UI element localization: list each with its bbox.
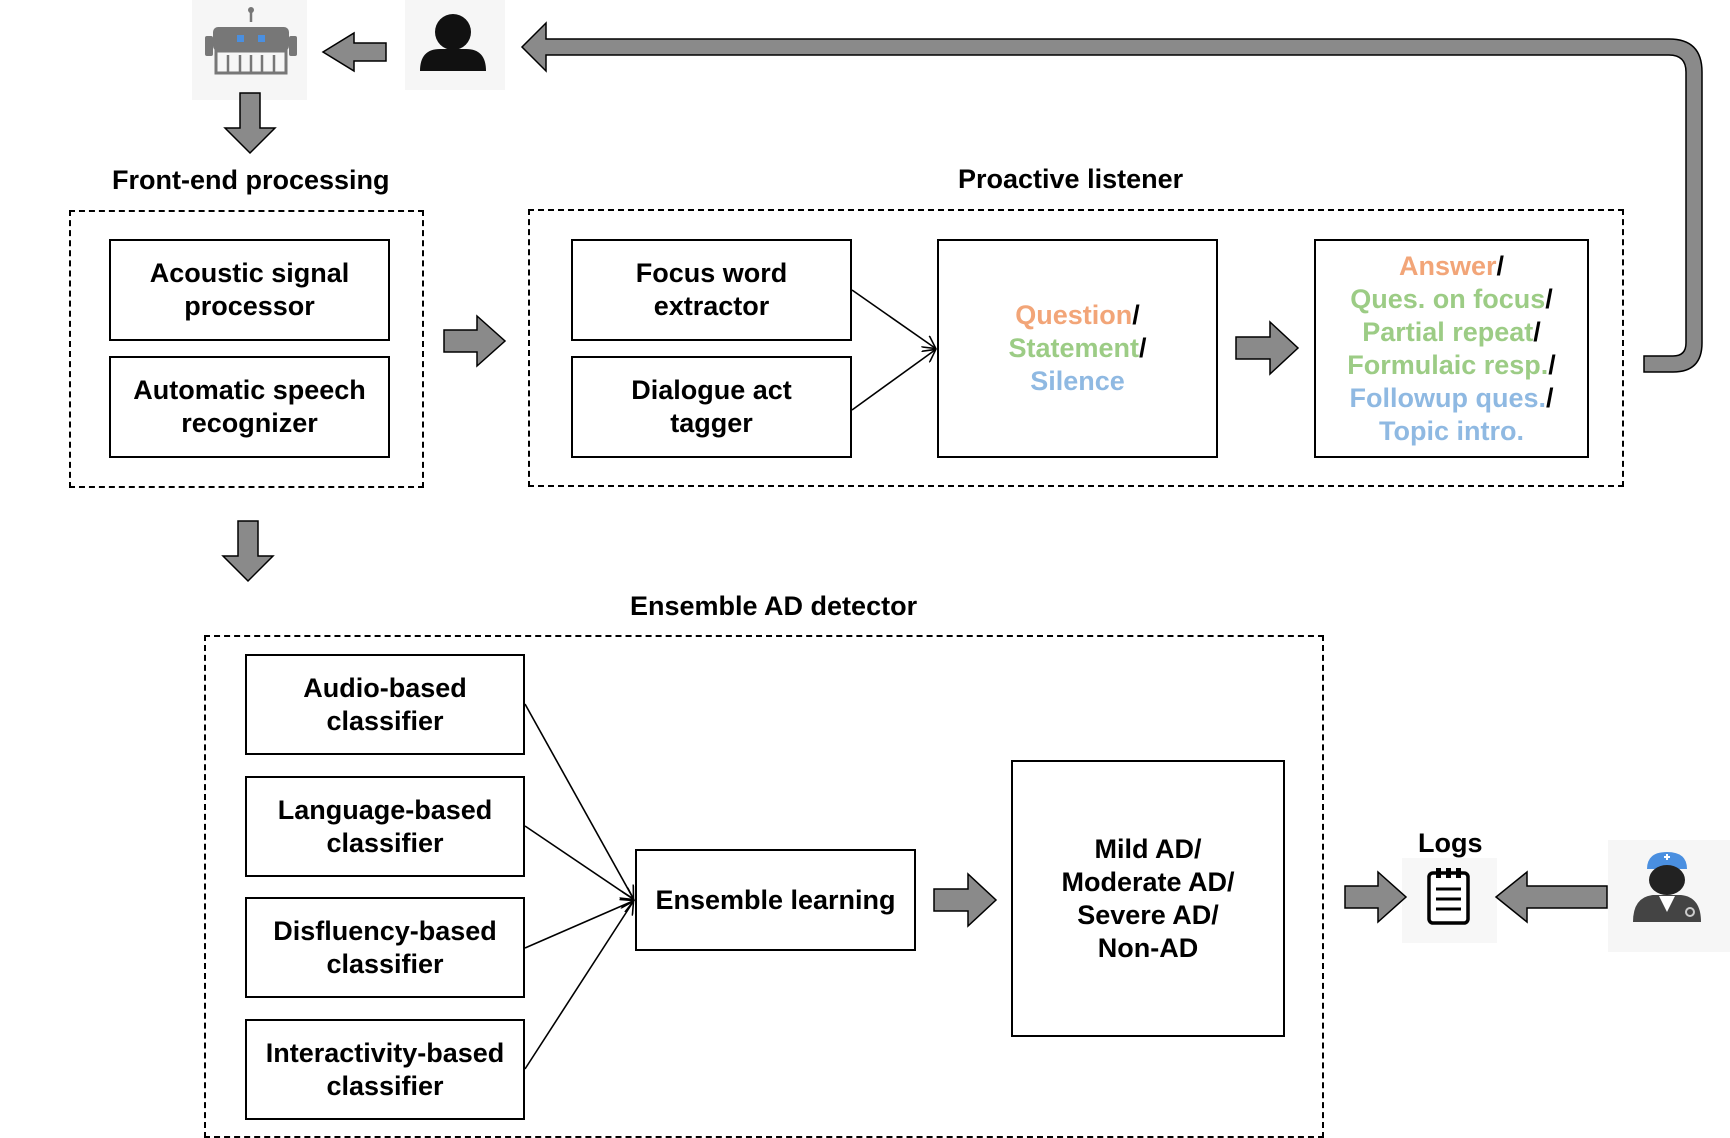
silence-text: Silence — [1030, 366, 1125, 396]
dialogue-act-types-box: Question/ Statement/ Silence — [937, 239, 1218, 458]
learning-to-outcome-arrow — [933, 872, 998, 928]
response-followup: Followup ques./ — [1349, 382, 1553, 415]
front-end-to-ensemble-arrow — [221, 520, 275, 583]
question-sep: / — [1132, 300, 1140, 330]
asr-line-1: Automatic speech — [133, 375, 366, 405]
disfluency-based-classifier-box: Disfluency-based classifier — [245, 897, 525, 998]
acoustic-signal-processor-box: Acoustic signal processor — [109, 239, 390, 341]
ensemble-learning-label: Ensemble learning — [655, 884, 896, 915]
ensemble-ad-detector-group — [204, 635, 1324, 1138]
outcome-moderate: Moderate AD/ — [1061, 866, 1235, 897]
robot-to-front-end-arrow — [223, 92, 277, 155]
logs-title: Logs — [1418, 828, 1483, 858]
audio-line-2: classifier — [326, 705, 444, 736]
user-to-robot-arrow — [321, 31, 387, 73]
dialogue-line-1: Dialogue act — [631, 375, 792, 405]
focus-to-tag-line — [851, 289, 935, 348]
response-ques-on-focus: Ques. on focus/ — [1350, 283, 1553, 316]
statement-sep: / — [1139, 333, 1147, 363]
user-icon — [420, 14, 486, 71]
front-end-to-proactive-arrow — [443, 314, 507, 368]
disfluency-line-2: classifier — [326, 948, 444, 979]
audio-line-1: Audio-based — [303, 672, 467, 703]
answer-sep: / — [1496, 250, 1505, 281]
disfluency-to-ensemble-line — [524, 901, 633, 949]
dialogue-line-2: tagger — [670, 408, 753, 438]
interactivity-based-classifier-box: Interactivity-based classifier — [245, 1019, 525, 1120]
interactivity-line-1: Interactivity-based — [265, 1037, 505, 1068]
partial-repeat-sep: / — [1533, 316, 1541, 347]
feedback-loop-arrow — [520, 21, 1703, 373]
topic-intro-text: Topic intro. — [1379, 415, 1524, 446]
response-partial-repeat: Partial repeat/ — [1362, 316, 1541, 349]
interactivity-line-2: classifier — [326, 1070, 444, 1101]
doctor-icon — [1633, 852, 1701, 922]
asr-line-2: recognizer — [181, 408, 318, 438]
formulaic-text: Formulaic resp. — [1347, 349, 1549, 380]
tag-to-response-arrow — [1235, 320, 1300, 376]
clipboard-icon — [1427, 868, 1470, 925]
dialogue-act-statement: Statement/ — [1008, 332, 1146, 365]
language-line-2: classifier — [326, 827, 444, 858]
detector-to-logs-arrow — [1344, 870, 1408, 924]
ensemble-learning-box: Ensemble learning — [635, 849, 916, 951]
front-end-group — [69, 210, 424, 488]
ensemble-ad-detector-title: Ensemble AD detector — [630, 591, 918, 621]
language-based-classifier-box: Language-based classifier — [245, 776, 525, 877]
interactivity-to-ensemble-line — [524, 902, 633, 1070]
focus-line-1: Focus word — [635, 258, 788, 288]
outcome-severe: Severe AD/ — [1077, 899, 1219, 930]
audio-based-classifier-box: Audio-based classifier — [245, 654, 525, 755]
dialogue-act-silence: Silence — [1030, 365, 1125, 398]
response-types-box: Answer/ Ques. on focus/ Partial repeat/ … — [1314, 239, 1589, 458]
acoustic-line-1: Acoustic signal — [149, 258, 350, 288]
statement-text: Statement — [1008, 333, 1139, 363]
disfluency-line-1: Disfluency-based — [273, 915, 497, 946]
automatic-speech-recognizer-box: Automatic speech recognizer — [109, 356, 390, 458]
ad-outcome-box: Mild AD/ Moderate AD/ Severe AD/ Non-AD — [1011, 760, 1285, 1037]
followup-sep: / — [1545, 382, 1554, 413]
dialogue-act-tagger-box: Dialogue act tagger — [571, 356, 852, 458]
answer-text: Answer — [1398, 250, 1497, 281]
response-topic-intro: Topic intro. — [1379, 415, 1524, 448]
outcome-mild: Mild AD/ — [1094, 833, 1202, 864]
proactive-listener-title: Proactive listener — [958, 164, 1184, 194]
ques-on-focus-sep: / — [1545, 283, 1553, 314]
dialogue-act-question: Question/ — [1015, 299, 1140, 332]
language-line-1: Language-based — [277, 794, 493, 825]
focus-line-2: extractor — [653, 291, 770, 321]
robot-icon — [205, 7, 297, 75]
question-text: Question — [1015, 300, 1133, 330]
focus-word-extractor-box: Focus word extractor — [571, 239, 852, 341]
doctor-to-logs-arrow — [1494, 870, 1608, 924]
proactive-listener-group — [528, 209, 1624, 487]
language-to-ensemble-line — [524, 825, 633, 899]
response-answer: Answer/ — [1399, 250, 1504, 283]
partial-repeat-text: Partial repeat — [1362, 316, 1534, 347]
ques-on-focus-text: Ques. on focus — [1350, 283, 1546, 314]
dialogue-to-tag-line — [851, 350, 935, 411]
formulaic-sep: / — [1548, 349, 1556, 380]
followup-text: Followup ques. — [1349, 382, 1546, 413]
outcome-non-ad: Non-AD — [1097, 932, 1199, 963]
audio-to-ensemble-line — [524, 703, 633, 898]
acoustic-line-2: processor — [184, 291, 315, 321]
response-formulaic: Formulaic resp./ — [1347, 349, 1556, 382]
front-end-processing-title: Front-end processing — [112, 165, 390, 195]
